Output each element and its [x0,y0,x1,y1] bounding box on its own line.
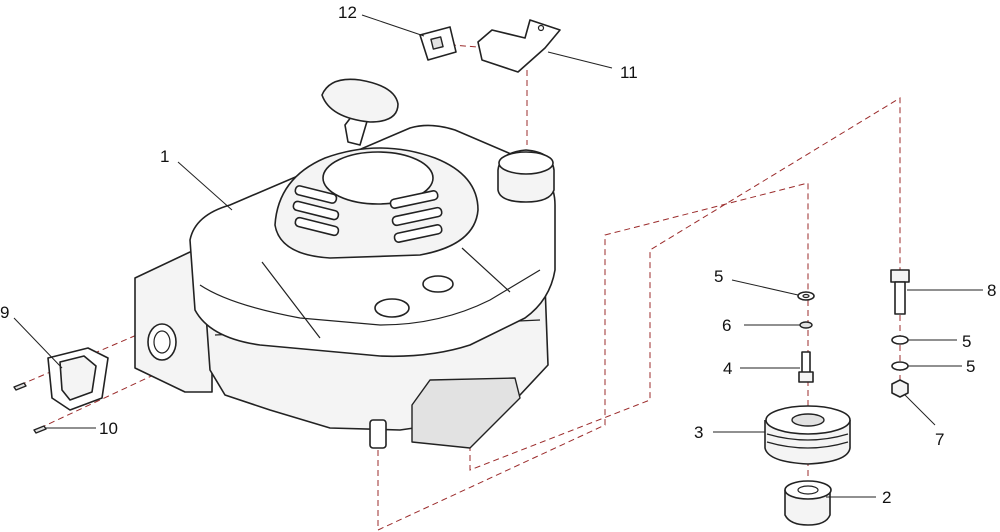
engine-assembly [134,78,556,449]
bolt-shank [801,351,811,375]
washer-shape [797,291,815,301]
adapter-top [784,480,832,500]
output-shaft [369,419,387,449]
guide-shaft-route-b [469,97,901,471]
hex-nut-7 [891,379,909,398]
starter-vent-slots [292,185,443,243]
vent-slot [391,206,443,227]
pulley-groove [766,433,849,449]
adapter-bore [797,485,819,495]
hex-bolt-8 [890,269,910,315]
callout-10: 10 [99,419,118,438]
shroud-lower-edge [199,269,541,326]
vent-slot [389,190,439,209]
shroud-hole [422,275,454,293]
muffler-screw-lower [33,425,47,434]
starter-cap [322,151,434,205]
shroud-hole [374,298,410,318]
control-bracket [477,19,561,73]
leader-lines [13,14,983,498]
screw-shape [13,382,27,391]
stop-switch-toggle [430,36,444,50]
callout-1: 1 [160,147,169,166]
bolt-shank [894,281,906,315]
mount-bore [147,323,177,361]
washer-shape [891,361,909,371]
callout-11: 11 [620,63,638,82]
nut-shape [891,379,909,398]
muffler-guard-box [59,355,97,401]
callout-6: 6 [722,316,731,335]
leader-5a [731,279,799,296]
muffler-screw-upper [13,382,27,391]
callout-labels: 1 2 3 4 5 5 5 6 7 8 9 10 11 12 [0,3,996,507]
pulley-bolt-4 [798,351,814,383]
guide-muffler-screw-2 [39,371,161,429]
vent-slot [393,224,443,243]
leader-12 [361,14,425,37]
vent-slot [292,200,340,221]
lockwasher-shape [799,321,813,329]
washer-upper-5 [797,291,815,301]
washer-5-upper-right [891,335,909,345]
washer-shape [891,335,909,345]
drive-pulley-3 [764,405,851,465]
screw-shape [33,425,47,434]
callout-5b: 5 [962,332,971,351]
guide-muffler-screw-1 [19,324,161,386]
leader-1 [177,161,233,211]
leader-7 [904,394,936,426]
guide-shaft-route-a [377,182,809,531]
callout-5a: 5 [714,267,723,286]
fuel-cap-top [498,151,554,175]
starter-handle-grip [321,78,399,123]
callout-4: 4 [723,359,732,378]
vent-slot [294,216,340,237]
lock-washer-6 [799,321,813,329]
callout-9: 9 [0,303,9,322]
engine-deck-foot [411,377,521,449]
pulley-adapter-2 [784,480,832,526]
bracket-hole [537,24,545,32]
callout-5c: 5 [966,357,975,376]
callout-8: 8 [987,281,996,300]
washer-5-lower-right [891,361,909,371]
callout-2: 2 [882,488,891,507]
shroud-center-ridge [261,247,511,339]
muffler-guard [47,347,109,411]
pulley-hub [791,413,825,427]
bolt-head [890,269,910,283]
washer-shape [802,293,810,299]
callout-3: 3 [694,423,703,442]
leader-9 [13,317,63,369]
mount-bore-inner [153,330,171,354]
leader-11 [547,51,613,69]
bolt-head [798,371,814,383]
vent-slot [294,185,338,204]
callout-7: 7 [935,430,944,449]
callout-12: 12 [338,3,357,22]
